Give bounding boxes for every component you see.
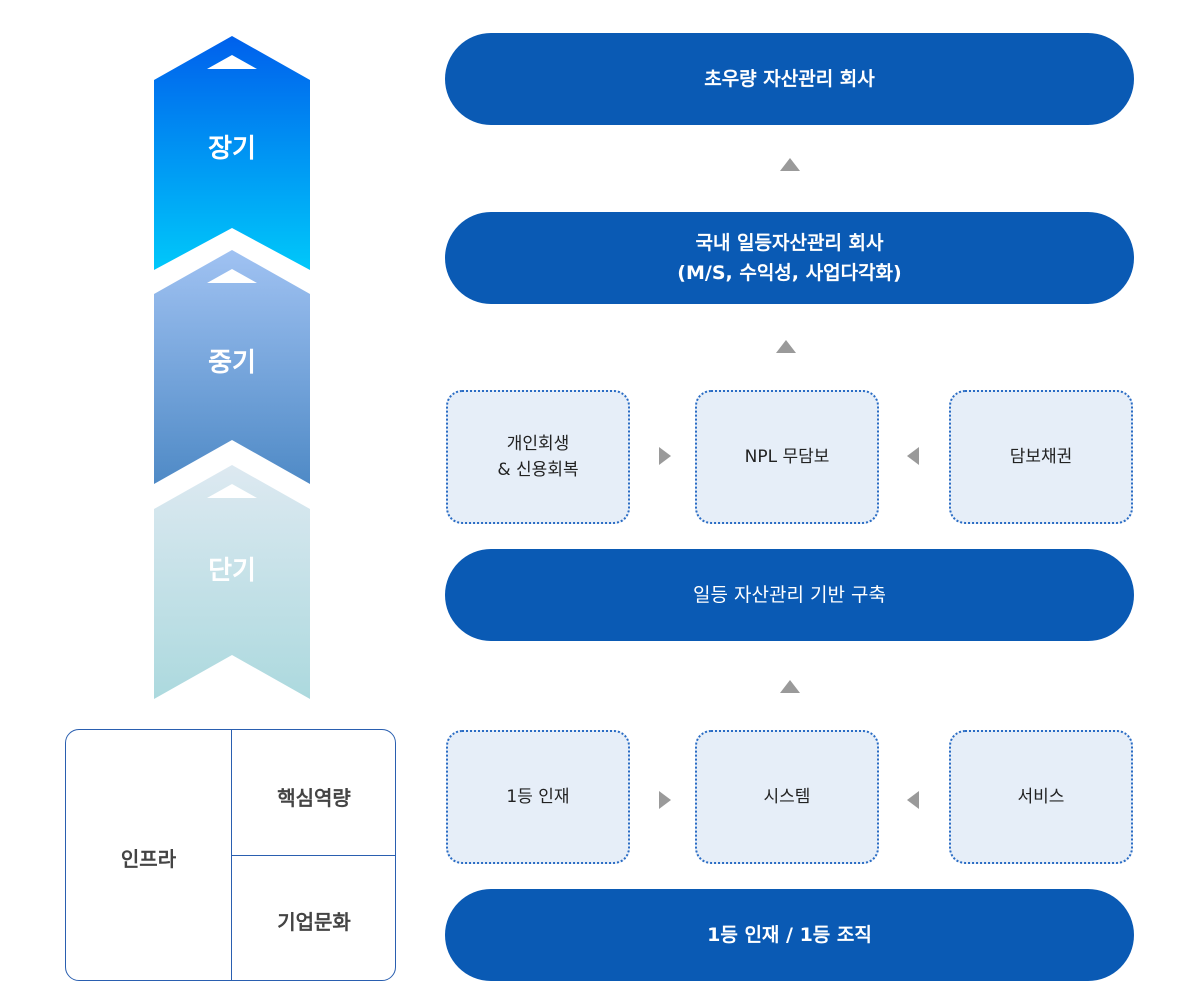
goal-top-label: 초우량 자산관리 회사 xyxy=(704,68,875,90)
capability-center-label: 시스템 xyxy=(763,787,811,807)
goal-top: 초우량 자산관리 회사 xyxy=(445,33,1134,125)
chevron-mid-term xyxy=(154,250,310,484)
infra-corporate-culture: 기업문화 xyxy=(277,910,351,934)
right-arrow-icon xyxy=(659,447,671,465)
goal-middle-line2: (M/S, 수익성, 사업다각화) xyxy=(677,262,902,284)
goal-foundation: 1등 인재 / 1등 조직 xyxy=(445,889,1134,981)
left-arrow-icon xyxy=(907,447,919,465)
capability-left-label: 1등 인재 xyxy=(506,787,570,807)
stage-long-term: 장기 xyxy=(208,134,256,164)
business-box-npl: NPL 무담보 xyxy=(695,390,879,524)
right-arrow-icon xyxy=(659,791,671,809)
business-box-secured: 담보채권 xyxy=(949,390,1133,524)
business-left-line1: 개인회생 xyxy=(506,434,570,454)
infra-box xyxy=(65,729,396,981)
goal-middle: 국내 일등자산관리 회사 (M/S, 수익성, 사업다각화) xyxy=(445,212,1134,304)
business-right-label: 담보채권 xyxy=(1009,447,1073,467)
goal-middle-line1: 국내 일등자산관리 회사 xyxy=(695,232,884,254)
goal-foundation-label: 1등 인재 / 1등 조직 xyxy=(707,924,872,946)
capability-box-service: 서비스 xyxy=(949,730,1133,864)
infra-divider-horizontal xyxy=(231,855,395,856)
up-arrow-icon xyxy=(780,680,800,693)
capability-box-talent: 1등 인재 xyxy=(446,730,630,864)
business-box-personal-rehab: 개인회생 & 신용회복 xyxy=(446,390,630,524)
capability-right-label: 서비스 xyxy=(1017,787,1065,807)
stage-short-term: 단기 xyxy=(208,556,256,586)
left-arrow-icon xyxy=(907,791,919,809)
up-triangle-icon xyxy=(207,484,257,498)
infra-label: 인프라 xyxy=(120,847,177,871)
up-triangle-icon xyxy=(207,55,257,69)
business-left-line2: & 신용회복 xyxy=(497,460,579,480)
stage-mid-term: 중기 xyxy=(208,348,256,378)
up-triangle-icon xyxy=(207,269,257,283)
chevron-long-term xyxy=(154,36,310,270)
chevron-short-term xyxy=(154,465,310,699)
capability-box-system: 시스템 xyxy=(695,730,879,864)
business-center-label: NPL 무담보 xyxy=(744,447,830,467)
up-arrow-icon xyxy=(780,158,800,171)
goal-base: 일등 자산관리 기반 구축 xyxy=(445,549,1134,641)
up-arrow-icon xyxy=(776,340,796,353)
goal-base-label: 일등 자산관리 기반 구축 xyxy=(693,584,886,606)
stage-chevrons xyxy=(154,36,310,699)
infra-core-competency: 핵심역량 xyxy=(277,786,351,810)
